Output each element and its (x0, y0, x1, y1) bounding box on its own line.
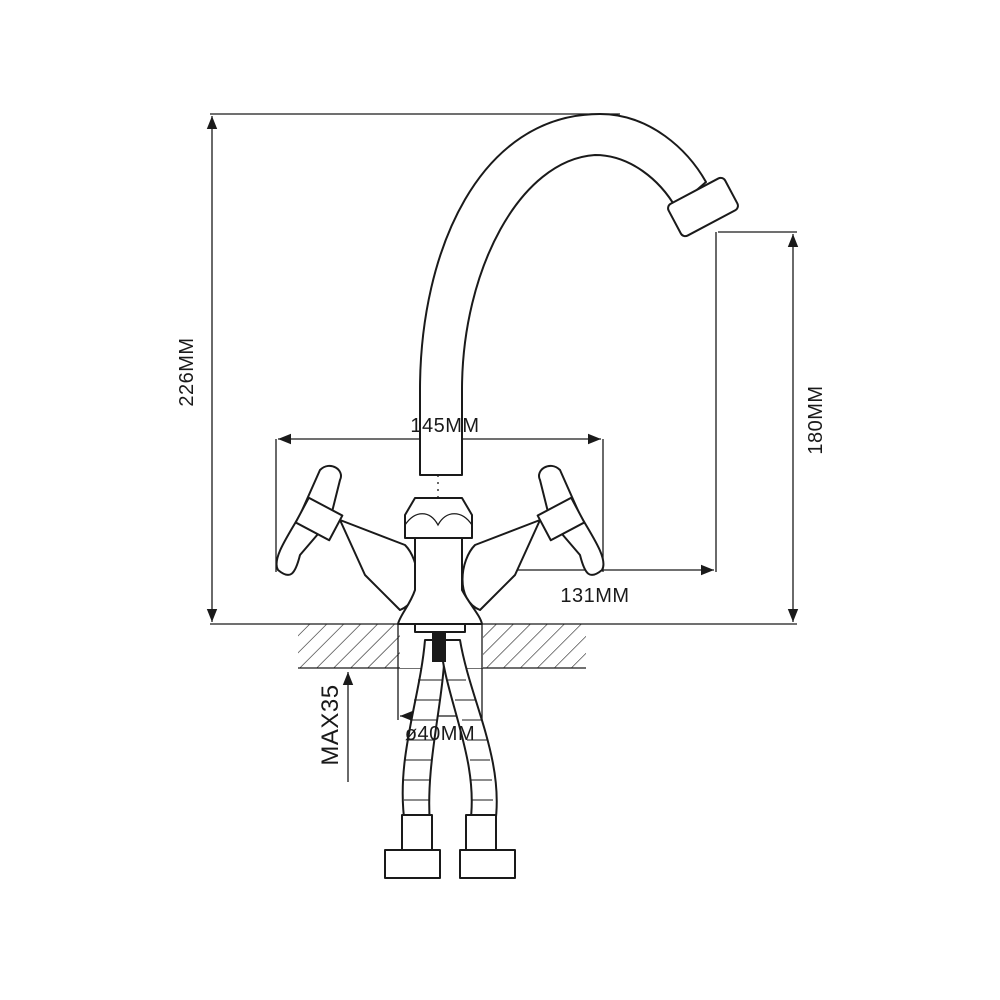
spout (419, 113, 739, 476)
faucet-body (397, 497, 483, 625)
max-thickness-label: MAX35 (317, 684, 344, 765)
supply-hoses (384, 623, 516, 879)
spout-reach-label: 131MM (560, 585, 629, 607)
total-height-label: 226MM (176, 337, 198, 406)
right-handle (461, 464, 605, 611)
spout-height-label: 180MM (805, 385, 827, 454)
hole-diameter-label: ø40MM (405, 723, 475, 745)
handle-span-label: 145MM (410, 415, 479, 437)
dimension-lines (206, 113, 799, 782)
left-handle (275, 464, 419, 611)
